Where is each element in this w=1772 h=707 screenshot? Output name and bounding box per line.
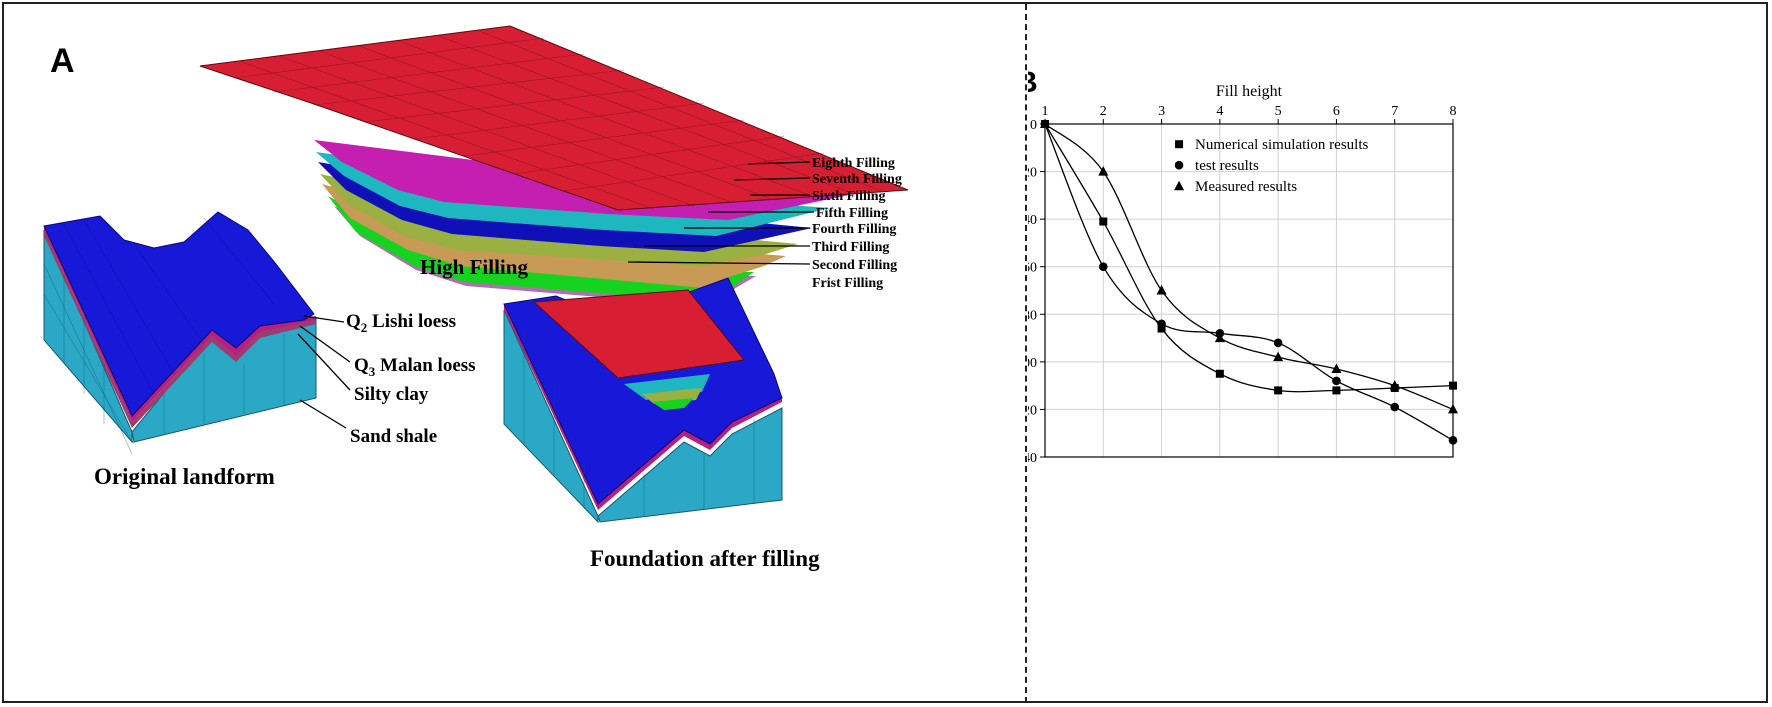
label-third-filling: Third Filling bbox=[812, 240, 889, 255]
foundation-fill-top bbox=[532, 289, 745, 379]
panel-a-label: A bbox=[50, 42, 75, 80]
data-point-series-1 bbox=[1332, 376, 1341, 386]
x-tick-label: 8 bbox=[1450, 104, 1457, 119]
legend-label-1: test results bbox=[1195, 158, 1259, 174]
data-point-series-2 bbox=[1214, 332, 1225, 343]
landform-clay-band bbox=[44, 230, 316, 428]
data-point-series-1 bbox=[1448, 436, 1458, 445]
data-point-series-2 bbox=[1098, 166, 1109, 176]
label-fourth-filling: Fourth Filling bbox=[812, 222, 896, 237]
legend-label-0: Numerical simulation results bbox=[1195, 137, 1368, 153]
label-second-filling: Second Filling bbox=[812, 258, 897, 273]
data-point-series-0 bbox=[1215, 369, 1224, 378]
label-sand-shale: Sand shale bbox=[350, 426, 437, 447]
series-line-1 bbox=[1044, 123, 1454, 441]
data-point-series-0 bbox=[1099, 217, 1108, 226]
y-tick-label: -20 bbox=[1028, 166, 1037, 181]
label-q2-lishi-loess: Q2 Lishi loess bbox=[346, 311, 456, 335]
x-tick-label: 2 bbox=[1100, 104, 1107, 119]
legend-label-2: Measured results bbox=[1195, 179, 1297, 195]
data-point-series-2 bbox=[1040, 118, 1050, 128]
high-filling-caption: High Filling bbox=[420, 255, 528, 279]
y-tick-label: -80 bbox=[1028, 308, 1037, 323]
series-line-2 bbox=[1044, 123, 1454, 411]
y-tick-label: -60 bbox=[1028, 261, 1037, 276]
y-tick-label: -100 bbox=[1028, 356, 1037, 371]
x-tick-label: 7 bbox=[1391, 104, 1398, 119]
label-sixth-filling: Sixth Filling bbox=[812, 189, 886, 204]
foundation-side-face bbox=[503, 309, 599, 524]
data-point-series-1 bbox=[1390, 402, 1400, 412]
landform-top-surface bbox=[43, 211, 315, 417]
data-point-series-2 bbox=[1448, 403, 1458, 414]
y-tick-label: -120 bbox=[1028, 403, 1037, 418]
data-point-series-1 bbox=[1098, 262, 1108, 272]
y-tick-label: -40 bbox=[1028, 213, 1037, 228]
data-point-series-2 bbox=[1273, 351, 1284, 362]
x-tick-label: 4 bbox=[1216, 104, 1223, 119]
data-point-series-1 bbox=[1157, 319, 1166, 329]
panel-divider bbox=[1025, 4, 1027, 703]
fill-layer-labels: Eighth Filling Seventh Filling Sixth Fil… bbox=[627, 156, 902, 291]
plot-area: 1 2 3 4 5 6 7 8 0 -20 -40 -60 -80 -100 -120 -140 Fill he… bbox=[1028, 83, 1458, 466]
x-tick-label: 1 bbox=[1042, 104, 1049, 119]
data-point-series-2 bbox=[1156, 285, 1167, 295]
legend-marker-0 bbox=[1175, 140, 1184, 149]
label-q3-malan-loess: Q3 Malan loess bbox=[354, 355, 476, 379]
data-point-series-2 bbox=[1331, 363, 1342, 373]
original-landform-model bbox=[43, 211, 317, 455]
label-silty-clay: Silty clay bbox=[354, 384, 429, 405]
fill-layer-eighth bbox=[199, 25, 909, 211]
x-tick-label: 5 bbox=[1275, 104, 1282, 119]
y-tick-label: -140 bbox=[1028, 451, 1037, 466]
data-point-series-2 bbox=[1389, 380, 1400, 390]
label-eighth-filling: Eighth Filling bbox=[812, 156, 895, 171]
data-point-series-0 bbox=[1157, 324, 1166, 333]
panel-a: A Eighth Filling Seventh Filling Sixth F… bbox=[43, 25, 909, 571]
original-landform-caption: Original landform bbox=[94, 464, 275, 489]
label-seventh-filling: Seventh Filling bbox=[812, 172, 902, 187]
data-point-series-1 bbox=[1273, 338, 1283, 348]
y-tick-label: 0 bbox=[1030, 118, 1037, 133]
x-tick-label: 3 bbox=[1158, 104, 1165, 119]
panel-b-chart: B 1 2 3 4 5 6 7 8 0 -20 -40 -60 -80 -100 -120 -140 Fill … bbox=[1028, 66, 1458, 466]
axes-frame bbox=[1044, 123, 1454, 458]
legend-marker-2 bbox=[1174, 180, 1185, 191]
foundation-after-filling-model bbox=[503, 277, 783, 524]
foundation-fill-terrace-3 bbox=[652, 398, 694, 410]
foundation-caption: Foundation after filling bbox=[590, 546, 820, 571]
data-point-series-0 bbox=[1449, 381, 1457, 390]
legend-marker-1 bbox=[1174, 160, 1184, 170]
foundation-loess-band bbox=[504, 304, 782, 510]
x-tick-label: 6 bbox=[1333, 104, 1340, 119]
data-point-series-0 bbox=[1332, 386, 1341, 395]
landform-labels: Q2 Lishi loess Q3 Malan loess Silty clay… bbox=[297, 311, 476, 447]
panel-b-label: B bbox=[1028, 66, 1038, 99]
label-fifth-filling: Fifth Filling bbox=[816, 206, 888, 221]
x-axis-label: Fill height bbox=[1216, 83, 1283, 100]
label-first-filling: Frist Filling bbox=[812, 276, 883, 291]
data-point-series-0 bbox=[1274, 386, 1283, 395]
